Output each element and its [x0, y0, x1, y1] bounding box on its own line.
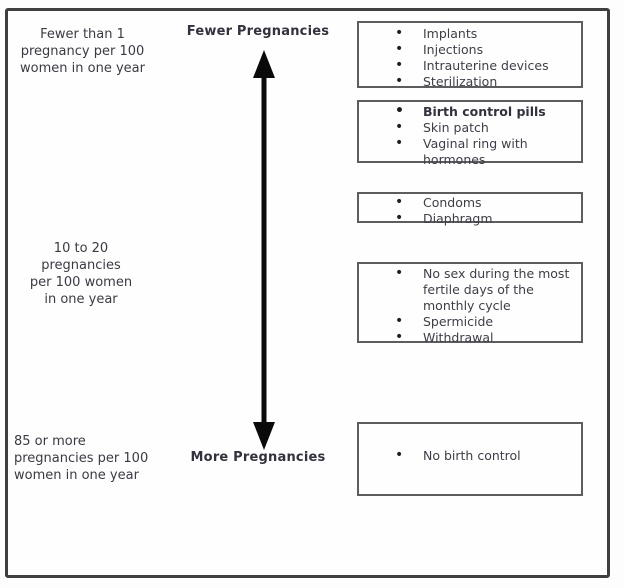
method-list: Condoms Diaphragm [359, 194, 581, 227]
vertical-double-arrow-icon [253, 50, 275, 450]
method-item: Condoms [359, 194, 581, 211]
arrow-up-head [253, 50, 275, 78]
rate-label-fewest: Fewer than 1 pregnancy per 100 women in … [20, 27, 145, 76]
rate-label-middle: 10 to 20 pregnancies per 100 women in on… [29, 241, 133, 307]
method-box-none: No birth control [357, 422, 583, 496]
method-box-hormonal: Birth control pills Skin patch Vaginal r… [357, 100, 583, 167]
method-box-behavioral: No sex during the most fertile days of t… [357, 262, 583, 346]
method-item: Intrauterine devices [359, 57, 581, 74]
axis-label-fewer-pregnancies: Fewer Pregnancies [186, 24, 330, 39]
method-list: No sex during the most fertile days of t… [359, 265, 581, 346]
method-item: Skin patch [359, 119, 581, 136]
method-box-barrier: Condoms Diaphragm [357, 192, 583, 226]
method-item: No birth control [359, 447, 581, 464]
method-item: Diaphragm [359, 210, 581, 227]
rate-label-most: 85 or more pregnancies per 100 women in … [14, 434, 149, 483]
method-list: No birth control [359, 447, 581, 464]
method-item: Sterilization [359, 73, 581, 90]
method-item: Spermicide [359, 313, 581, 330]
method-list: Implants Injections Intrauterine devices… [359, 25, 581, 90]
method-item: Birth control pills [359, 103, 581, 120]
method-item: No sex during the most fertile days of t… [359, 265, 581, 314]
arrow-shaft [261, 74, 267, 426]
method-item: Withdrawal [359, 329, 581, 346]
method-list: Birth control pills Skin patch Vaginal r… [359, 103, 581, 168]
method-item: Implants [359, 25, 581, 42]
method-box-most-effective: Implants Injections Intrauterine devices… [357, 21, 583, 90]
method-item: Injections [359, 41, 581, 58]
method-item: Vaginal ring with hormones [359, 135, 581, 168]
axis-label-more-pregnancies: More Pregnancies [190, 450, 326, 465]
arrow-down-head [253, 422, 275, 450]
